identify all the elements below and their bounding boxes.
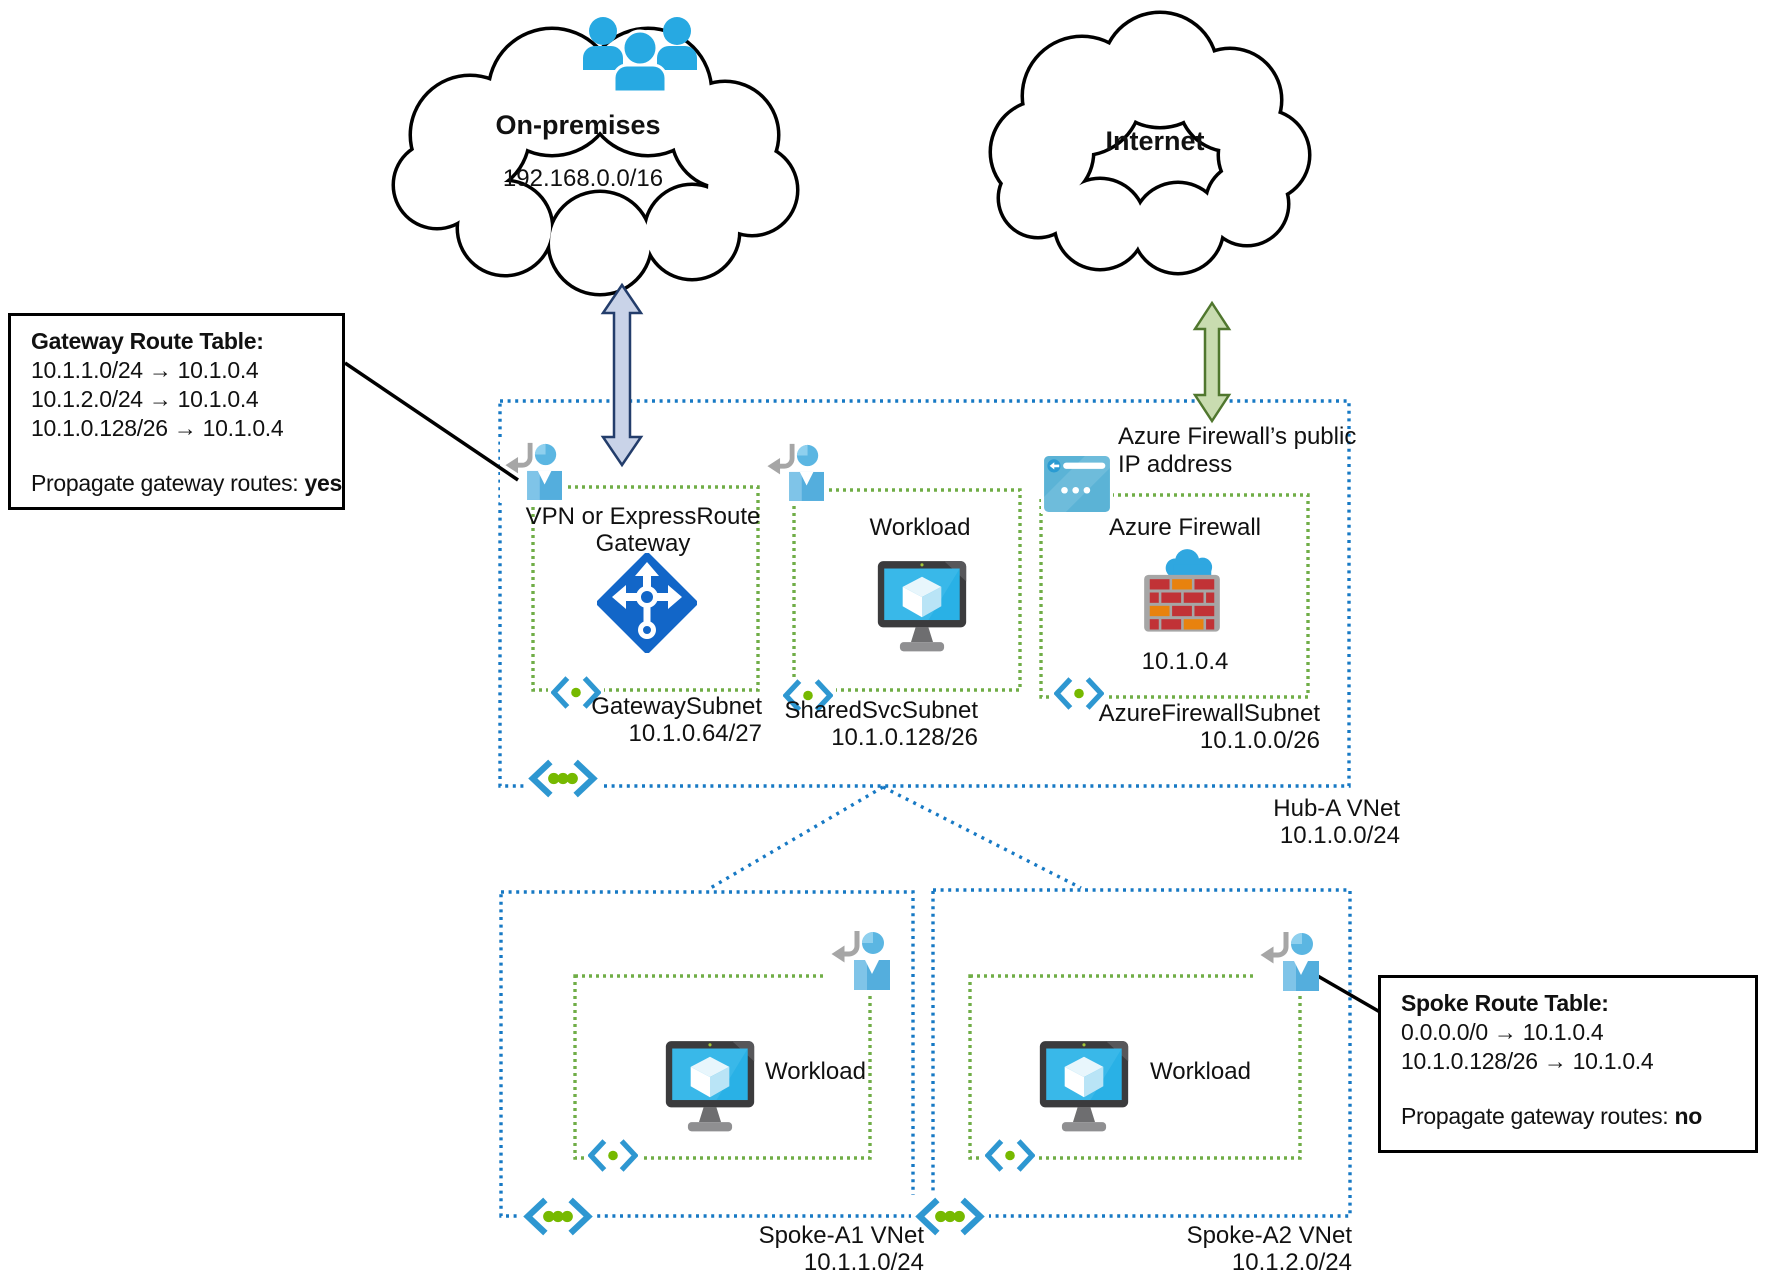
sharedsvc-subnet-label: SharedSvcSubnet 10.1.0.128/26: [784, 697, 978, 751]
route-entry: 10.1.1.0/24 → 10.1.0.4: [31, 357, 259, 383]
vm-workload-icon: [877, 561, 967, 652]
vm-workload-icon: [665, 1041, 755, 1132]
propagate-routes-line: Propagate gateway routes: no: [1401, 1103, 1702, 1129]
gateway-subnet-label: GatewaySubnet 10.1.0.64/27: [591, 693, 762, 747]
vpn-gateway-label: VPN or ExpressRoute Gateway: [525, 503, 761, 557]
users-icon: [583, 17, 697, 94]
spoke-route-table-callout: Spoke Route Table: 0.0.0.0/0 → 10.1.0.4 …: [1378, 975, 1758, 1153]
internet-title: Internet: [1105, 126, 1205, 156]
azurefirewall-subnet-label: AzureFirewallSubnet 10.1.0.0/26: [1098, 700, 1320, 754]
internet-arrow: [1192, 300, 1232, 424]
azure-firewall-icon: [1144, 549, 1220, 632]
propagate-routes-line: Propagate gateway routes: yes: [31, 470, 342, 496]
onprem-cloud: [391, 26, 800, 297]
public-ip-icon: [1044, 456, 1110, 512]
azure-firewall-label: Azure Firewall: [1108, 514, 1262, 541]
spoke-a1-vnet-label: Spoke-A1 VNet 10.1.1.0/24: [758, 1222, 924, 1276]
spoke-a1-subnet-box: [573, 974, 872, 1160]
hub-vnet-label: Hub-A VNet 10.1.0.0/24: [1273, 795, 1400, 849]
onprem-ip: 192.168.0.0/16: [502, 165, 664, 192]
spoke-a2-vnet-label: Spoke-A2 VNet 10.1.2.0/24: [1186, 1222, 1352, 1276]
spoke-a2-subnet-box: [968, 974, 1302, 1160]
hub-workload-label: Workload: [869, 514, 971, 541]
route-entry: 10.1.2.0/24 → 10.1.0.4: [31, 386, 259, 412]
internet-cloud: [988, 10, 1312, 276]
route-entry: 0.0.0.0/0 → 10.1.0.4: [1401, 1019, 1604, 1045]
gateway-route-table-title: Gateway Route Table:: [31, 328, 264, 354]
spoke-a2-workload-label: Workload: [1150, 1058, 1251, 1085]
vpn-gateway-icon: [600, 556, 694, 650]
azurefirewall-subnet-box: [1039, 493, 1310, 699]
hub-vnet-box: [498, 399, 1351, 788]
callout-connector-lines: [344, 361, 1381, 1014]
firewall-private-ip: 10.1.0.4: [1141, 648, 1229, 675]
vnet-peering-lines: [706, 785, 1082, 892]
sharedsvc-subnet-box: [792, 488, 1022, 692]
onprem-vpn-arrow: [600, 282, 644, 468]
spoke-a1-vnet-box: [499, 890, 915, 1218]
gateway-route-table-callout: Gateway Route Table: 10.1.1.0/24 → 10.1.…: [8, 313, 345, 510]
onprem-title: On-premises: [495, 110, 661, 140]
spoke-route-table-title: Spoke Route Table:: [1401, 990, 1609, 1016]
spoke-a1-workload-label: Workload: [765, 1058, 866, 1085]
spoke-a2-vnet-box: [931, 888, 1352, 1218]
gateway-subnet-box: [531, 485, 760, 692]
vm-workload-icon: [1039, 1041, 1129, 1132]
route-entry: 10.1.0.128/26 → 10.1.0.4: [31, 415, 284, 441]
firewall-public-ip-label: Azure Firewall’s public IP address: [1118, 423, 1357, 478]
route-entry: 10.1.0.128/26 → 10.1.0.4: [1401, 1048, 1654, 1074]
